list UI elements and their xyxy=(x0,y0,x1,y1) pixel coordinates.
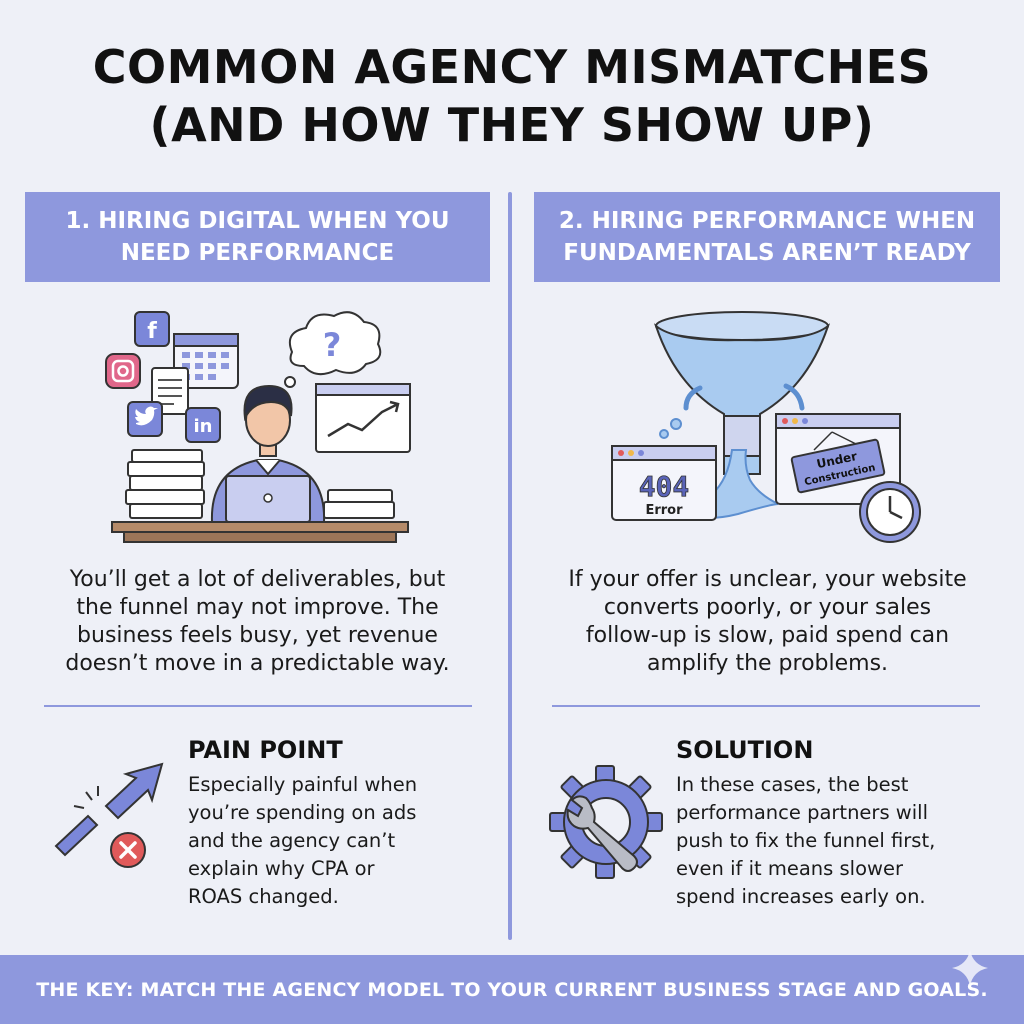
right-banner: 2. HIRING PERFORMANCE WHEN FUNDAMENTALS … xyxy=(534,192,1000,282)
gear-wrench-illustration xyxy=(549,765,663,879)
solution-line: even if it means slower xyxy=(676,857,903,880)
solution-line: performance partners will xyxy=(676,801,929,824)
left-banner-line-2: NEED PERFORMANCE xyxy=(120,240,395,266)
left-body-text: You’ll get a lot of deliverables, but th… xyxy=(30,566,485,678)
solution-line: push to fix the funnel first, xyxy=(676,829,936,852)
footer-banner: THE KEY: MATCH THE AGENCY MODEL TO YOUR … xyxy=(0,955,1024,1024)
right-body-line: amplify the problems. xyxy=(646,651,889,676)
clock-icon xyxy=(859,481,921,543)
error-label: Error xyxy=(645,503,683,518)
leaky-funnel-icon xyxy=(653,311,831,520)
left-body-line: business feels busy, yet revenue xyxy=(77,623,438,648)
sparkle-icon xyxy=(952,950,988,986)
busy-worker-illustration: f in ? xyxy=(105,311,411,543)
left-body-line: doesn’t move in a predictable way. xyxy=(65,651,450,676)
laptop-icon xyxy=(225,475,311,523)
linkedin-glyph: in xyxy=(194,416,213,437)
pain-point-line: explain why CPA or xyxy=(188,857,375,880)
left-section-divider xyxy=(44,705,472,707)
page-title: COMMON AGENCY MISMATCHES (AND HOW THEY S… xyxy=(0,38,1024,154)
pain-point-line: you’re spending on ads xyxy=(188,801,417,824)
desk xyxy=(111,521,409,533)
right-body-line: follow-up is slow, paid spend can xyxy=(585,623,950,648)
footer-text: THE KEY: MATCH THE AGENCY MODEL TO YOUR … xyxy=(36,978,988,1001)
right-body-line: converts poorly, or your sales xyxy=(603,595,932,620)
left-body-line: the funnel may not improve. The xyxy=(76,595,439,620)
calendar-icon xyxy=(173,333,239,389)
linkedin-icon: in xyxy=(185,407,221,443)
error-code: 404 xyxy=(639,470,690,503)
solution-heading: SOLUTION xyxy=(676,736,814,764)
paper-stack-right xyxy=(323,489,395,519)
leaky-funnel-illustration: 404 Error Under Construction xyxy=(611,311,921,543)
pain-point-line: and the agency can’t xyxy=(188,829,396,852)
solution-text: In these cases, the best performance par… xyxy=(676,771,996,911)
left-banner-line-1: 1. HIRING DIGITAL WHEN YOU xyxy=(65,208,450,234)
left-body-line: You’ll get a lot of deliverables, but xyxy=(69,567,446,592)
pain-point-heading: PAIN POINT xyxy=(188,736,343,764)
chart-window-icon xyxy=(315,383,411,453)
title-line-2: (AND HOW THEY SHOW UP) xyxy=(149,98,875,152)
broken-arrow-illustration xyxy=(54,762,164,868)
right-banner-line-2: FUNDAMENTALS AREN’T READY xyxy=(563,240,971,266)
left-banner: 1. HIRING DIGITAL WHEN YOU NEED PERFORMA… xyxy=(25,192,490,282)
solution-line: spend increases early on. xyxy=(676,885,926,908)
pain-point-line: Especially painful when xyxy=(188,773,418,796)
facebook-icon: f xyxy=(134,311,170,347)
right-body-text: If your offer is unclear, your website c… xyxy=(540,566,995,678)
pain-point-line: ROAS changed. xyxy=(188,885,339,908)
instagram-icon xyxy=(105,353,141,389)
right-section-divider xyxy=(552,705,980,707)
facebook-glyph: f xyxy=(147,319,157,344)
under-construction-window-icon: Under Construction xyxy=(775,413,901,505)
column-divider xyxy=(508,192,512,940)
gear-wrench-icon xyxy=(549,765,663,879)
error-x-icon xyxy=(110,832,146,868)
right-banner-line-1: 2. HIRING PERFORMANCE WHEN xyxy=(558,208,976,234)
question-glyph: ? xyxy=(323,326,342,364)
error-window-icon: 404 Error xyxy=(611,445,717,521)
broken-arrow-icon xyxy=(54,762,164,857)
right-body-line: If your offer is unclear, your website xyxy=(568,567,967,592)
twitter-icon xyxy=(127,401,163,437)
document-icon xyxy=(151,367,189,415)
title-line-1: COMMON AGENCY MISMATCHES xyxy=(92,40,932,94)
pain-point-text: Especially painful when you’re spending … xyxy=(188,771,488,911)
paper-stack-left xyxy=(125,449,205,519)
solution-line: In these cases, the best xyxy=(676,773,909,796)
